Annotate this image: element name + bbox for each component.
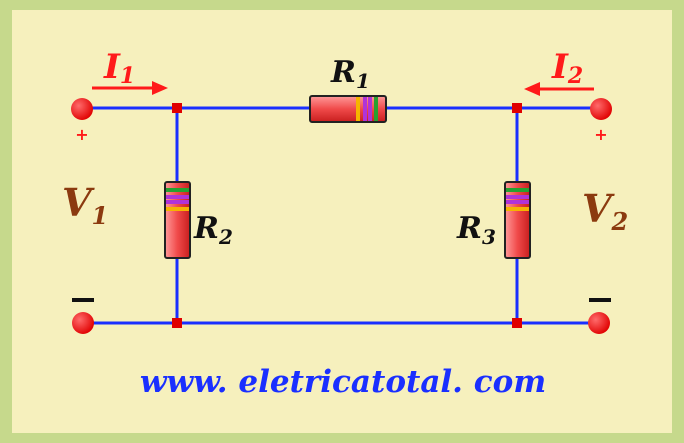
minus-sign-right [589, 298, 611, 302]
terminal-out-negative [588, 312, 610, 334]
plus-sign-right: + [594, 125, 607, 144]
plus-sign-left: + [75, 125, 88, 144]
label-r2: R2 [193, 211, 233, 249]
resistor-r3 [504, 181, 531, 259]
terminal-out-positive [590, 98, 612, 120]
website-url: www. eletricatotal. com [140, 364, 546, 400]
current-arrow-i2 [524, 82, 594, 96]
resistor-r2 [164, 181, 191, 259]
current-arrow-i1 [92, 81, 168, 95]
node-top-right [512, 103, 522, 113]
label-r1: R1 [330, 55, 370, 93]
terminal-in-positive [71, 98, 93, 120]
resistor-r1 [309, 95, 387, 123]
junction-nodes [172, 103, 522, 328]
label-i1: I1 [103, 47, 135, 89]
node-bottom-left [172, 318, 182, 328]
node-top-left [172, 103, 182, 113]
node-bottom-right [512, 318, 522, 328]
label-i2: I2 [551, 47, 583, 89]
label-v2: V2 [582, 186, 628, 236]
terminal-in-negative [72, 312, 94, 334]
minus-sign-left [72, 298, 94, 302]
diagram-background [12, 10, 672, 433]
label-v1: V1 [62, 180, 108, 230]
label-r3: R3 [456, 211, 496, 249]
